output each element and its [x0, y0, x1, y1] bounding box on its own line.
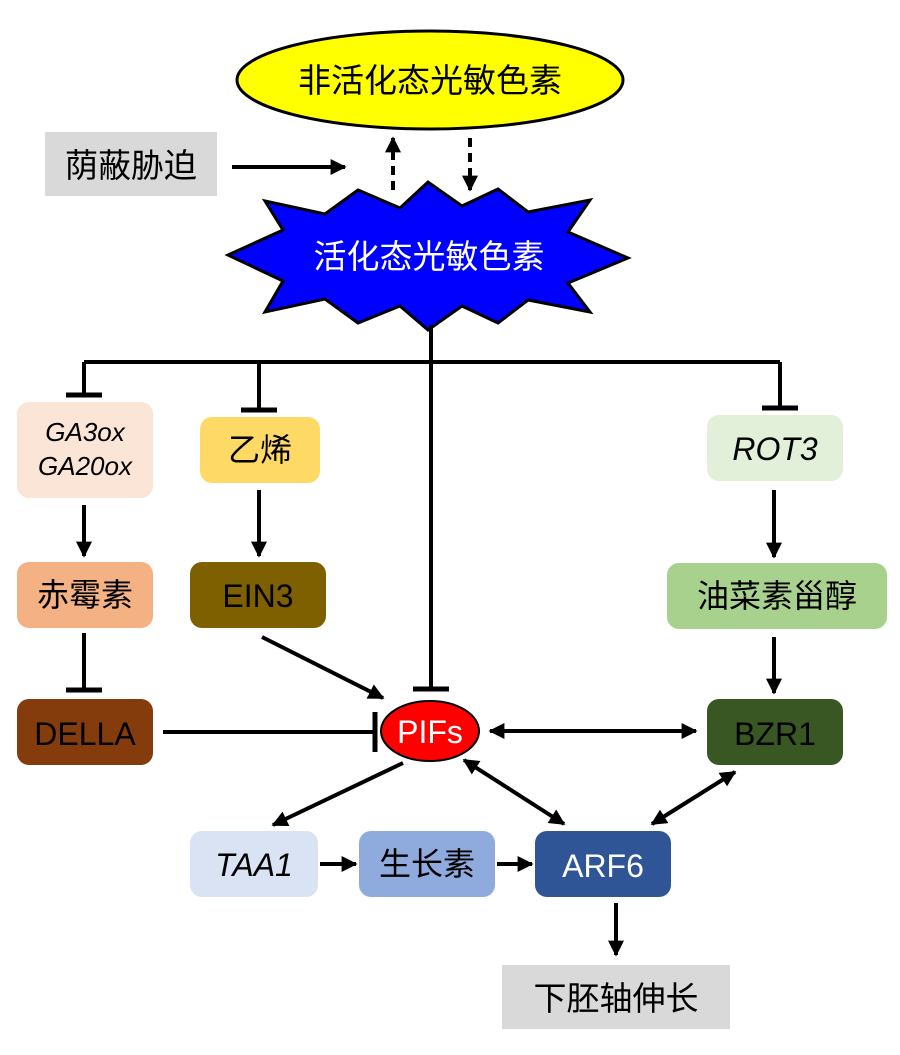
- ethylene-label: 乙烯: [228, 431, 292, 469]
- ga-genes-box: [17, 402, 153, 498]
- pifs-ellipse: [380, 700, 480, 762]
- hypocotyl-elongation-label: 下胚轴伸长: [534, 979, 699, 1018]
- bzr1-label: BZR1: [734, 716, 816, 752]
- pifs-label: PIFs: [397, 714, 463, 750]
- shade-stress-label: 荫蔽胁迫: [65, 146, 197, 185]
- ga-genes-label-1: GA3ox: [45, 417, 125, 447]
- della-label: DELLA: [34, 716, 136, 752]
- brassinosteroid-box: [667, 563, 887, 629]
- arf6-box: [535, 831, 671, 897]
- della-box: [17, 699, 153, 765]
- bzr1-arf6-double-arrow: [650, 770, 737, 826]
- ein3-to-pifs-arrow: [261, 635, 385, 700]
- brassinosteroid-label: 油菜素甾醇: [697, 577, 857, 615]
- taa1-box: [190, 831, 318, 897]
- ein3-label: EIN3: [222, 578, 293, 614]
- pifs-arf6-double-arrow: [462, 758, 566, 826]
- ethylene-box: [200, 417, 320, 483]
- auxin-label: 生长素: [379, 845, 475, 883]
- active-phytochrome-star: [224, 180, 632, 332]
- shade-stress-box: [45, 132, 217, 196]
- inactive-phytochrome-ellipse: [235, 29, 625, 131]
- gibberellin-box: [17, 562, 153, 628]
- bzr1-box: [707, 699, 843, 765]
- inactive-phytochrome-label: 非活化态光敏色素: [298, 61, 562, 100]
- rot3-label: ROT3: [732, 431, 818, 467]
- hypocotyl-elongation-box: [502, 965, 730, 1029]
- ein3-box: [190, 562, 326, 628]
- ga-genes-label-2: GA20ox: [38, 451, 133, 481]
- rot3-box: [707, 415, 843, 481]
- active-phytochrome-label: 活化态光敏色素: [314, 237, 545, 276]
- pifs-to-taa1-arrow: [271, 761, 404, 827]
- taa1-label: TAA1: [215, 847, 293, 883]
- gibberellin-label: 赤霉素: [37, 576, 133, 614]
- arf6-label: ARF6: [562, 848, 644, 884]
- auxin-box: [359, 831, 495, 897]
